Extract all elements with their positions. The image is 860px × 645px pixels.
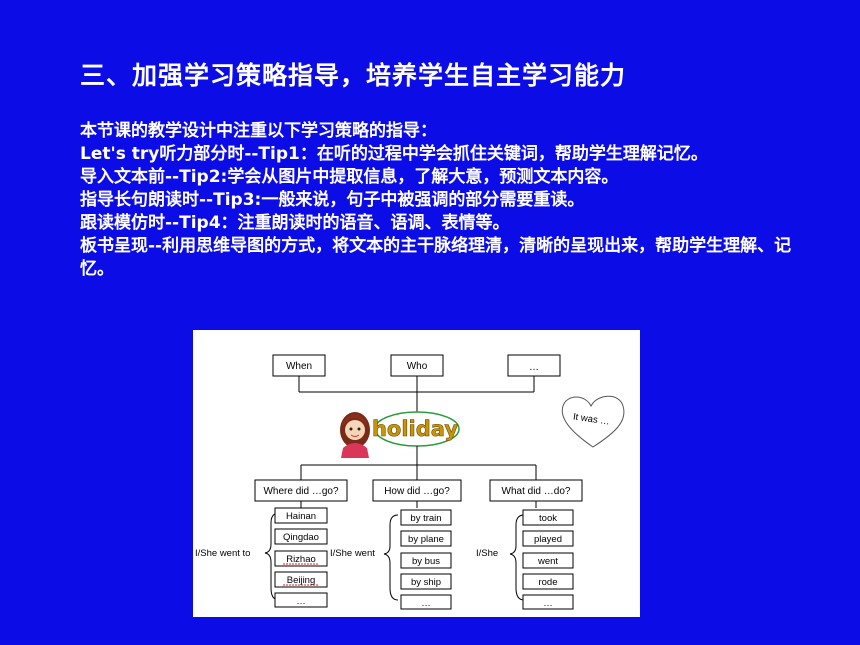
paragraph-tip1: Let's try听力部分时--Tip1：在听的过程中学会抓住关键词，帮助学生理… xyxy=(80,144,708,164)
question-what-label: What did …do? xyxy=(502,486,571,497)
box-when-label: When xyxy=(286,361,312,372)
col3-item: took xyxy=(539,513,557,524)
col2-item: … xyxy=(421,598,431,609)
col1-item: Hainan xyxy=(286,511,316,522)
heart-label: It was … xyxy=(572,412,610,428)
col3-item: went xyxy=(537,556,558,567)
girl-icon xyxy=(340,412,370,458)
paragraph-board: 板书呈现--利用思维导图的方式，将文本的主干脉络理清，清晰的呈现出来，帮助学生理… xyxy=(80,236,792,279)
question-how-label: How did …go? xyxy=(384,486,450,497)
paragraph-tip3: 指导长句朗读时--Tip3:一般来说，句子中被强调的部分需要重读。 xyxy=(80,190,585,210)
box-more-label: … xyxy=(529,362,539,373)
paragraph-intro: 本节课的教学设计中注重以下学习策略的指导： xyxy=(80,121,437,141)
paragraph-tip4: 跟读模仿时--Tip4：注重朗读时的语音、语调、表情等。 xyxy=(80,213,510,233)
col3-item: … xyxy=(543,598,553,609)
col2-item: by train xyxy=(410,513,441,524)
box-who-label: Who xyxy=(407,361,428,372)
mind-map-diagram: When Who … It was … holiday xyxy=(193,330,640,617)
question-where-label: Where did …go? xyxy=(263,486,338,497)
col2-item: by plane xyxy=(408,534,444,545)
col1-item: Rizhao xyxy=(286,554,316,565)
center-label: holiday xyxy=(372,417,458,441)
col3-item: rode xyxy=(538,577,557,588)
lead-she: I/She xyxy=(476,548,498,559)
col1-item: Beijing xyxy=(287,575,316,586)
lead-went: I/She went xyxy=(330,548,375,559)
slide-title: 三、加强学习策略指导，培养学生自主学习能力 xyxy=(80,61,627,90)
lead-went-to: I/She went to xyxy=(195,548,250,559)
col3-item: played xyxy=(534,534,562,545)
col2-item: by ship xyxy=(411,577,441,588)
paragraph-tip2: 导入文本前--Tip2:学会从图片中提取信息，了解大意，预测文本内容。 xyxy=(80,167,619,187)
body-text: 本节课的教学设计中注重以下学习策略的指导： Let's try听力部分时--Ti… xyxy=(80,120,820,281)
col1-item: … xyxy=(296,596,306,607)
col2-item: by bus xyxy=(412,556,440,567)
col1-item: Qingdao xyxy=(283,532,319,543)
heart-shape: It was … xyxy=(561,395,625,448)
